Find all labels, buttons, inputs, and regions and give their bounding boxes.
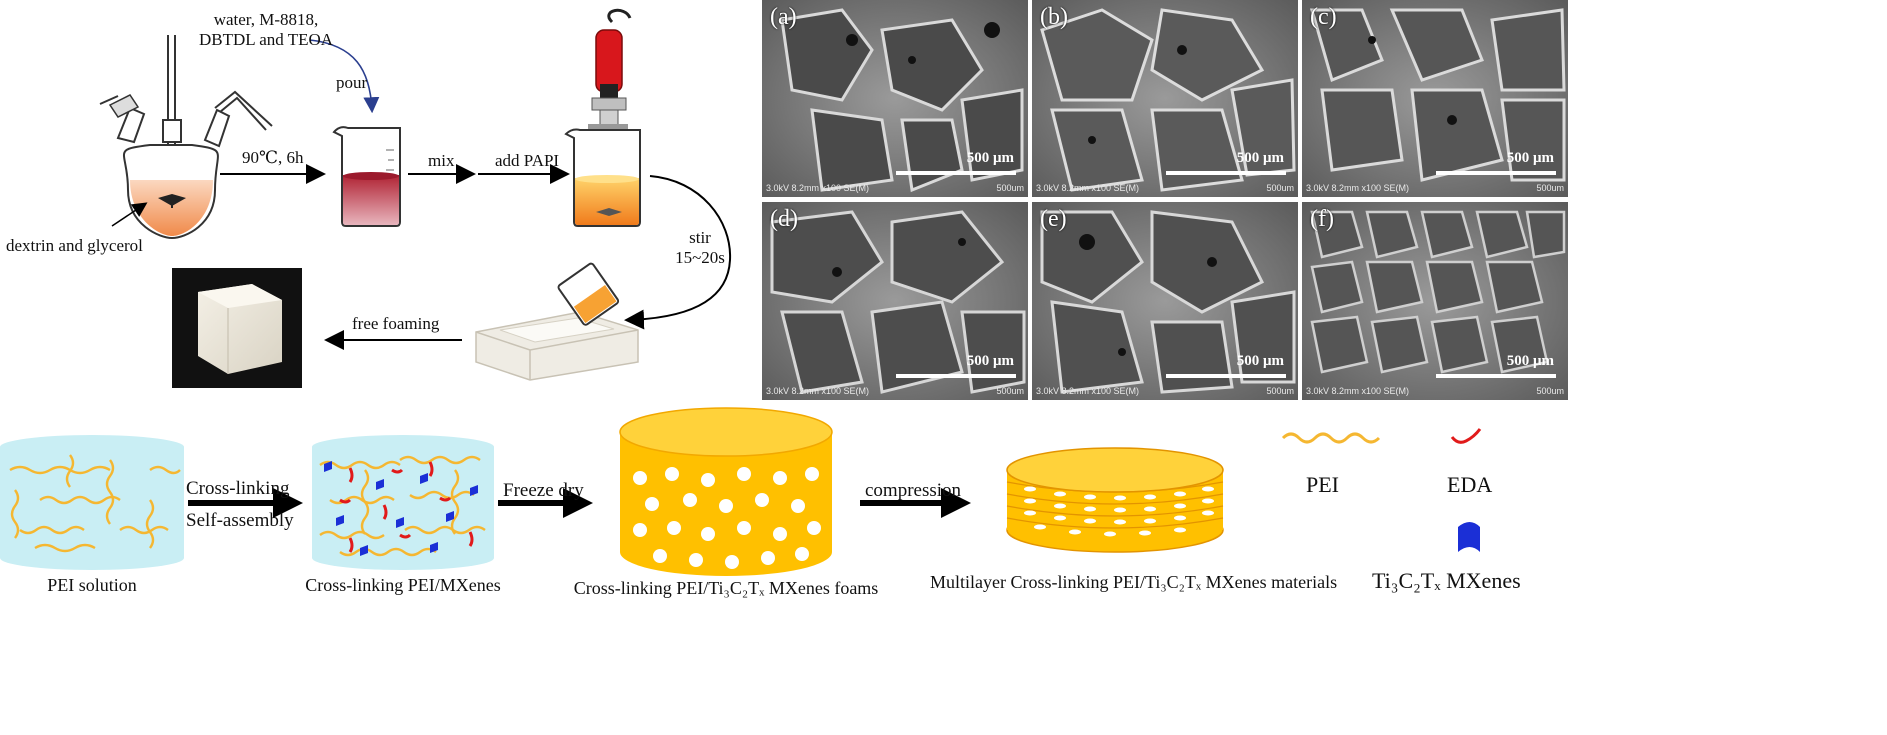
sem-meta-left-a: 3.0kV 8.2mm x100 SE(M) xyxy=(766,183,870,193)
sem-scale-b: 500 μm xyxy=(1236,150,1284,166)
sem-meta-right-c: 500um xyxy=(1536,183,1564,193)
scale-bar-f xyxy=(1436,374,1556,378)
sem-meta-left-d: 3.0kV 8.2mm x100 SE(M) xyxy=(766,386,870,396)
legend-pei-label: PEI xyxy=(1306,472,1339,497)
stage-pei-solution-label: PEI solution xyxy=(47,575,137,595)
sem-meta-right-f: 500um xyxy=(1536,386,1564,396)
sem-meta-left-c: 3.0kV 8.2mm x100 SE(M) xyxy=(1306,183,1410,193)
sem-image-e xyxy=(1032,202,1298,400)
sem-meta-right-b: 500um xyxy=(1266,183,1294,193)
mxene-legend-icon xyxy=(1458,522,1480,552)
sem-tag-a: (a) xyxy=(770,4,797,30)
sem-tag-b: (b) xyxy=(1040,4,1068,30)
freeze-dry-label: Freeze dry xyxy=(503,480,584,501)
pei-mxene-foam-cylinder xyxy=(619,407,833,576)
legend-eda-label: EDA xyxy=(1447,472,1493,497)
sem-panel-d: (d) 500 μm 3.0kV 8.2mm x100 SE(M) 500um xyxy=(762,202,1028,400)
foam-cube-photo xyxy=(172,268,302,388)
crosslinked-pei-mxene-cylinder xyxy=(312,435,494,570)
sem-image-f xyxy=(1302,202,1568,400)
sem-scale-c: 500 μm xyxy=(1506,150,1554,166)
sem-scale-a: 500 μm xyxy=(966,150,1014,166)
scale-bar-d xyxy=(896,374,1016,378)
stage-multilayer-label: Multilayer Cross-linking PEI/Ti₃C₂Tₓ MXe… xyxy=(930,572,1338,592)
legend-mxene-label: Ti₃C₂Tₓ MXenes xyxy=(1372,568,1521,593)
foaming-mould-icon xyxy=(475,311,639,381)
sem-image-a xyxy=(762,0,1028,197)
sem-panel-c: (c) 500 μm 3.0kV 8.2mm x100 SE(M) 500um xyxy=(1302,0,1568,197)
sem-image-d xyxy=(762,202,1028,400)
sem-scale-d: 500 μm xyxy=(966,353,1014,369)
eda-legend-icon xyxy=(1450,428,1482,444)
beaker-orange-icon xyxy=(564,128,641,227)
sem-tag-e: (e) xyxy=(1040,206,1067,232)
scale-bar-e xyxy=(1166,374,1286,378)
mix-label: mix xyxy=(428,151,455,170)
cross-linking-label: Cross-linking xyxy=(186,478,290,499)
sem-scale-f: 500 μm xyxy=(1506,353,1554,369)
compression-label: compression xyxy=(865,480,962,501)
three-neck-flask-icon xyxy=(99,35,273,240)
sem-panel-e: (e) 500 μm 3.0kV 8.2mm x100 SE(M) 500um xyxy=(1032,202,1298,400)
stage-foam-label: Cross-linking PEI/Ti₃C₂Tₓ MXenes foams xyxy=(573,578,879,598)
pei-solution-cylinder xyxy=(0,435,184,570)
flask-contents-label: dextrin and glycerol xyxy=(6,236,143,255)
sem-meta-left-b: 3.0kV 8.2mm x100 SE(M) xyxy=(1036,183,1140,193)
stage-crosslinked-label: Cross-linking PEI/MXenes xyxy=(305,575,501,595)
pei-legend-icon xyxy=(1281,432,1381,444)
scale-bar-c xyxy=(1436,171,1556,175)
reagents-label: water, M-8818, DBTDL and TEOA xyxy=(198,10,334,49)
sem-panel-f: (f) 500 μm 3.0kV 8.2mm x100 SE(M) 500um xyxy=(1302,202,1568,400)
scale-bar-a xyxy=(896,171,1016,175)
sem-meta-right-e: 500um xyxy=(1266,386,1294,396)
sem-image-b xyxy=(1032,0,1298,197)
self-assembly-label: Self-assembly xyxy=(186,510,294,531)
sem-image-c xyxy=(1302,0,1568,197)
sem-meta-right-a: 500um xyxy=(996,183,1024,193)
sem-panel-b: (b) 500 μm 3.0kV 8.2mm x100 SE(M) 500um xyxy=(1032,0,1298,197)
beaker-red-icon xyxy=(332,126,401,227)
sem-tag-c: (c) xyxy=(1310,4,1337,30)
sem-meta-left-f: 3.0kV 8.2mm x100 SE(M) xyxy=(1306,386,1410,396)
sem-scale-e: 500 μm xyxy=(1236,353,1284,369)
sem-tag-d: (d) xyxy=(770,206,798,232)
stir-label: stir 15~20s xyxy=(675,228,725,267)
pour-label: pour xyxy=(336,73,368,92)
sem-meta-left-e: 3.0kV 8.2mm x100 SE(M) xyxy=(1036,386,1140,396)
free-foaming-label: free foaming xyxy=(352,314,440,333)
multilayer-disk xyxy=(1006,447,1224,553)
sem-panel-a: (a) 500 μm 3.0kV 8.2mm x100 SE(M) 500um xyxy=(762,0,1028,197)
scale-bar-b xyxy=(1166,171,1286,175)
sem-meta-right-d: 500um xyxy=(996,386,1024,396)
add-papi-label: add PAPI xyxy=(495,151,560,170)
condition-label: 90℃, 6h xyxy=(242,148,304,167)
sem-tag-f: (f) xyxy=(1310,206,1334,232)
tilted-beaker-icon xyxy=(557,262,620,326)
